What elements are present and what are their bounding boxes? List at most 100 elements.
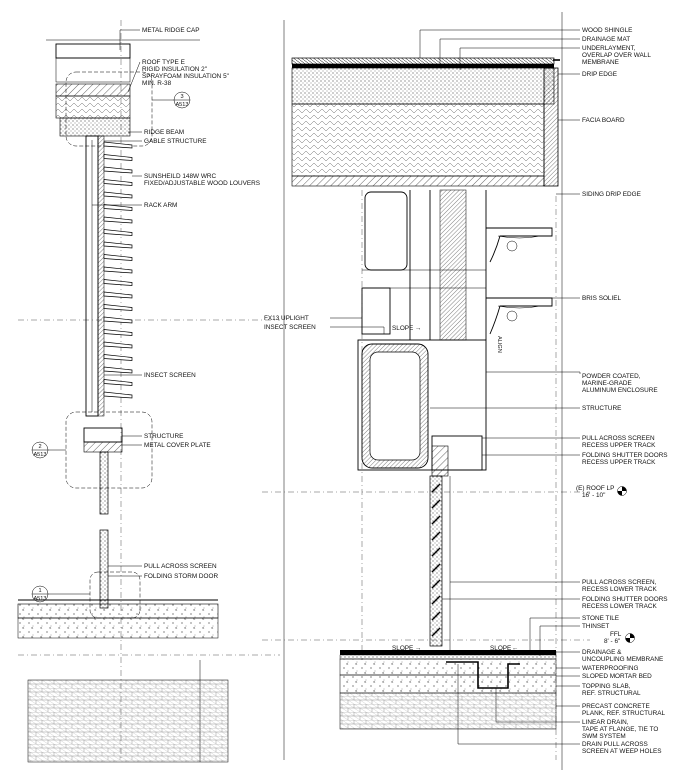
louver-blade xyxy=(103,354,133,361)
slope-arrow: → xyxy=(415,645,421,652)
right-annotations: WOOD SHINGLE DRAINAGE MAT UNDERLAYMENT, … xyxy=(264,12,668,770)
label-gable-structure: GABLE STRUCTURE xyxy=(144,138,207,145)
shutter-slat xyxy=(431,531,441,541)
callout-number: 1 xyxy=(38,588,41,594)
label-drain-screen-1: DRAIN PULL ACROSS xyxy=(582,741,648,748)
soffit xyxy=(291,175,545,187)
label-metal-cover-plate: METAL COVER PLATE xyxy=(144,442,211,449)
detail-callout-3[interactable]: 3 A513 xyxy=(152,91,191,109)
label-drainage-mat: DRAINAGE MAT xyxy=(582,36,630,43)
label-metal-ridge-cap: METAL RIDGE CAP xyxy=(142,27,200,34)
louver-blade xyxy=(103,216,133,224)
rigid-insulation xyxy=(291,67,555,105)
shutter-slat xyxy=(431,595,441,605)
label-align: ALIGN xyxy=(496,336,502,353)
label-roof-lp-1: (E) ROOF LP xyxy=(576,485,614,492)
structure-column xyxy=(439,189,467,341)
louver-blade xyxy=(103,379,133,386)
stone-tile xyxy=(340,650,556,655)
label-shutter-upper-2: RECESS UPPER TRACK xyxy=(582,459,656,466)
roof-insulation xyxy=(55,83,131,97)
louver-blade xyxy=(103,141,133,149)
aluminum-enclosure xyxy=(357,339,487,471)
louver-blade xyxy=(103,279,133,286)
left-section-detail: 3 A513 2 A513 1 A513 METAL RIDGE CAP ROO… xyxy=(17,20,280,763)
label-slope-lower-right: SLOPE xyxy=(490,645,511,652)
label-shutter-upper-1: FOLDING SHUTTER DOORS xyxy=(582,452,668,459)
shutter-slat xyxy=(431,483,441,493)
floor-slab xyxy=(17,603,219,619)
label-underlayment-1: UNDERLAYMENT, xyxy=(582,45,636,52)
wood-louvers xyxy=(103,141,133,399)
label-louvers-1: SUNSHEILD 148W WRC xyxy=(144,173,216,180)
label-drain-screen-2: SCREEN AT WEEP HOLES xyxy=(582,748,662,755)
door-jamb xyxy=(99,451,109,515)
drainage-mat xyxy=(292,64,554,68)
label-roof-lp-2: 16' - 10" xyxy=(582,492,605,499)
louver-blade xyxy=(103,266,133,274)
label-slope-lower-left: SLOPE xyxy=(392,645,413,652)
label-ffl-2: 8' - 6" xyxy=(604,638,620,645)
thinset xyxy=(339,654,557,660)
label-drip-edge: DRIP EDGE xyxy=(582,71,617,78)
louver-blade xyxy=(103,316,133,324)
label-topping-slab-2: REF. STRUCTURAL xyxy=(582,690,641,697)
ridge-beam xyxy=(59,117,131,137)
folding-shutter-door xyxy=(429,475,443,647)
label-drainage-membrane-1: DRAINAGE & xyxy=(582,649,622,656)
label-pull-screen-lower-2: RECESS LOWER TRACK xyxy=(582,586,658,593)
label-enclosure-1: POWDER COATED, xyxy=(582,373,641,380)
label-mortar-bed: SLOPED MORTAR BED xyxy=(582,673,652,680)
wood-shingle xyxy=(291,57,555,65)
callout-sheet: A513 xyxy=(175,102,188,108)
label-roof-type-4: MIN. R-38 xyxy=(142,80,172,87)
shutter-slat xyxy=(431,611,441,621)
roof-assembly xyxy=(55,57,131,83)
slope-arrow: → xyxy=(415,325,421,332)
precast-plank xyxy=(339,692,557,730)
label-linear-drain-2: TAPE AT FLANGE, TIE TO xyxy=(582,726,658,733)
label-structure: STRUCTURE xyxy=(582,405,621,412)
upper-track xyxy=(431,445,449,477)
detail-callout-2[interactable]: 2 A513 xyxy=(31,441,66,459)
left-annotations: METAL RIDGE CAP ROOF TYPE E RIGID INSULA… xyxy=(92,27,260,580)
louver-blade xyxy=(103,166,133,174)
callout-sheet: A513 xyxy=(33,452,46,458)
label-roof-type-2: RIGID INSULATION 2" xyxy=(142,66,207,73)
louver-blade xyxy=(103,304,133,311)
louver-blade xyxy=(103,291,133,299)
label-louvers-2: FIXED/ADJUSTABLE WOOD LOUVERS xyxy=(144,180,260,187)
label-structure: STRUCTURE xyxy=(144,433,183,440)
sprayfoam-insulation xyxy=(291,103,545,177)
sprayfoam-insulation xyxy=(55,95,131,119)
callout-sheet: A513 xyxy=(33,596,46,602)
level-marker-roof xyxy=(617,486,627,496)
label-folding-storm-door: FOLDING STORM DOOR xyxy=(144,573,218,580)
louver-blade xyxy=(103,254,133,261)
louver-blade xyxy=(103,204,133,211)
detail-callout-1[interactable]: 1 A513 xyxy=(31,585,90,603)
label-slope-upper: SLOPE xyxy=(392,325,413,332)
label-insect-screen: INSECT SCREEN xyxy=(264,324,316,331)
callout-number: 2 xyxy=(38,444,41,450)
bris-soliel-bracket-2 xyxy=(486,297,553,335)
label-drainage-membrane-2: UNCOUPLING MEMBRANE xyxy=(582,656,663,663)
label-linear-drain-3: SWM SYSTEM xyxy=(582,733,626,740)
label-pull-screen-upper-1: PULL ACROSS SCREEN xyxy=(582,435,655,442)
louver-blade xyxy=(103,229,133,236)
label-enclosure-3: ALUMINUM ENCLOSURE xyxy=(582,387,658,394)
louver-blade xyxy=(103,191,133,199)
label-precast-1: PRECAST CONCRETE xyxy=(582,703,650,710)
label-facia-board: FACIA BOARD xyxy=(582,117,625,124)
label-topping-slab-1: TOPPING SLAB, xyxy=(582,683,631,690)
topping-slab xyxy=(339,674,557,694)
detail-boundary-2 xyxy=(65,411,153,489)
label-siding-drip-edge: SIDING DRIP EDGE xyxy=(582,191,641,198)
shutter-slat xyxy=(431,579,441,589)
shutter-slats xyxy=(431,483,441,637)
shutter-slat xyxy=(431,515,441,525)
detail-boundary-3 xyxy=(65,71,153,147)
metal-ridge-cap xyxy=(55,43,131,59)
level-marker-ffl xyxy=(625,633,635,643)
